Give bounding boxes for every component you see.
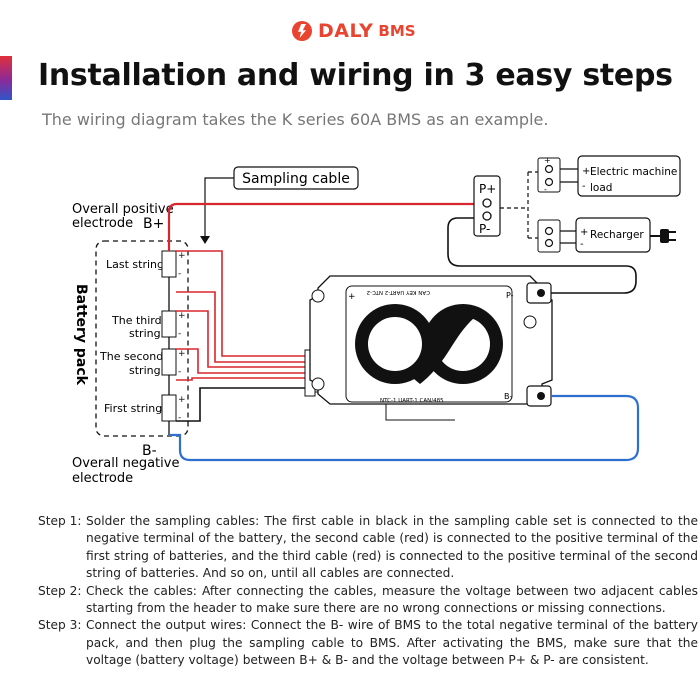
page-title: Installation and wiring in 3 easy steps — [38, 58, 673, 93]
battery-pack-label: Battery pack — [73, 284, 89, 386]
string-label-first: First string — [104, 402, 162, 415]
brand-suffix: BMS — [378, 22, 416, 40]
svg-text:-: - — [178, 413, 181, 423]
bms-plus-label: + — [348, 292, 356, 302]
electric-machine-box — [577, 155, 681, 197]
svg-text:+: + — [580, 227, 588, 238]
svg-text:-: - — [582, 181, 586, 192]
step-number: Step 3: — [38, 618, 82, 633]
bms-bottom-label: NTC-1 UART-1 CAN/485 — [380, 398, 444, 404]
step-item: Step 2: Check the cables: After connecti… — [38, 583, 698, 618]
svg-text:+: + — [178, 395, 186, 405]
sampling-cable-negative — [176, 387, 307, 422]
p-minus-terminal — [482, 211, 492, 221]
b-plus-wire — [167, 202, 477, 251]
output-bus — [500, 171, 538, 239]
recharger-connector — [537, 219, 561, 253]
battery-cells — [161, 250, 177, 422]
svg-text:-: - — [544, 185, 547, 194]
b-minus-lug-hole — [537, 392, 545, 400]
bms-mount-hole-tl — [311, 289, 325, 303]
b-plus-label: B+ — [143, 216, 164, 232]
brand-logo: DALY BMS — [292, 20, 416, 42]
battery-cell-second — [161, 348, 177, 376]
sampling-cable-arrow — [200, 236, 210, 244]
plug-icon — [650, 229, 676, 243]
svg-text:-: - — [178, 269, 181, 279]
page-subtitle: The wiring diagram takes the K series 60… — [42, 110, 549, 129]
p-minus-wire — [447, 216, 637, 294]
sampling-cables — [176, 250, 307, 381]
p-minus-label: P- — [479, 222, 490, 236]
svg-text:+: + — [178, 349, 186, 359]
string-label-second: The second — [99, 350, 163, 363]
step-number: Step 2: — [38, 583, 82, 598]
pos-electrode-label-2: electrode — [72, 216, 133, 231]
step-item: Step 3: Connect the output wires: Connec… — [38, 617, 698, 669]
svg-text:+: + — [544, 156, 551, 165]
b-minus-label: B- — [142, 443, 157, 459]
recharger-label: Recharger — [590, 229, 644, 241]
battery-cell-third — [161, 310, 177, 338]
b-minus-wire — [169, 394, 640, 462]
sampling-cable-label: Sampling cable — [242, 171, 350, 187]
bms-aux-wire — [385, 404, 455, 421]
string-label-second-2: string — [129, 364, 161, 377]
bms-board: + P- B- CAN KEY UART-2 NTC-2 NTC-1 UART-… — [309, 275, 553, 405]
brand-name: DALY — [318, 20, 374, 42]
battery-cell-last — [161, 250, 177, 278]
string-label-last: Last string — [106, 258, 164, 271]
step-text: Connect the output wires: Connect the B-… — [86, 618, 698, 668]
p-plus-terminal — [482, 198, 492, 208]
p-plus-label: P+ — [479, 182, 496, 196]
cell-polarity-marks: + - + - + - + - — [178, 251, 186, 423]
step-text: Solder the sampling cables: The first ca… — [86, 514, 698, 581]
svg-text:+: + — [178, 251, 186, 261]
sampling-cable-pointer — [204, 177, 234, 238]
string-label-third-2: string — [129, 327, 161, 340]
neg-electrode-label: Overall negative — [72, 456, 179, 471]
svg-text:+: + — [178, 311, 186, 321]
p-minus-lug-hole — [537, 289, 545, 297]
svg-text:-: - — [580, 239, 584, 250]
svg-text:+: + — [582, 166, 590, 177]
string-label-third: The third — [111, 314, 162, 327]
bms-top-label: CAN KEY UART-2 NTC-2 — [367, 289, 430, 295]
steps-list: Step 1: Solder the sampling cables: The … — [38, 513, 698, 670]
bms-b-minus-label: B- — [504, 392, 512, 401]
battery-pack-box — [95, 240, 189, 437]
bms-mount-hole-r — [523, 315, 537, 329]
battery-cell-first — [161, 394, 177, 422]
step-item: Step 1: Solder the sampling cables: The … — [38, 513, 698, 583]
accent-bar — [0, 56, 12, 100]
step-number: Step 1: — [38, 514, 82, 528]
step-text: Check the cables: After connecting the c… — [86, 583, 698, 616]
load-connector — [537, 157, 561, 193]
bms-mount-hole-bl — [311, 377, 325, 391]
daly-lightning-logo-icon — [292, 21, 312, 41]
electric-machine-label: Electric machine — [590, 166, 677, 178]
svg-text:-: - — [178, 367, 181, 377]
bms-p-minus-label: P- — [506, 291, 514, 300]
pos-electrode-label: Overall positive — [72, 202, 174, 217]
neg-electrode-label-2: electrode — [72, 471, 133, 486]
svg-text:-: - — [178, 329, 181, 339]
load-label: load — [590, 182, 612, 194]
